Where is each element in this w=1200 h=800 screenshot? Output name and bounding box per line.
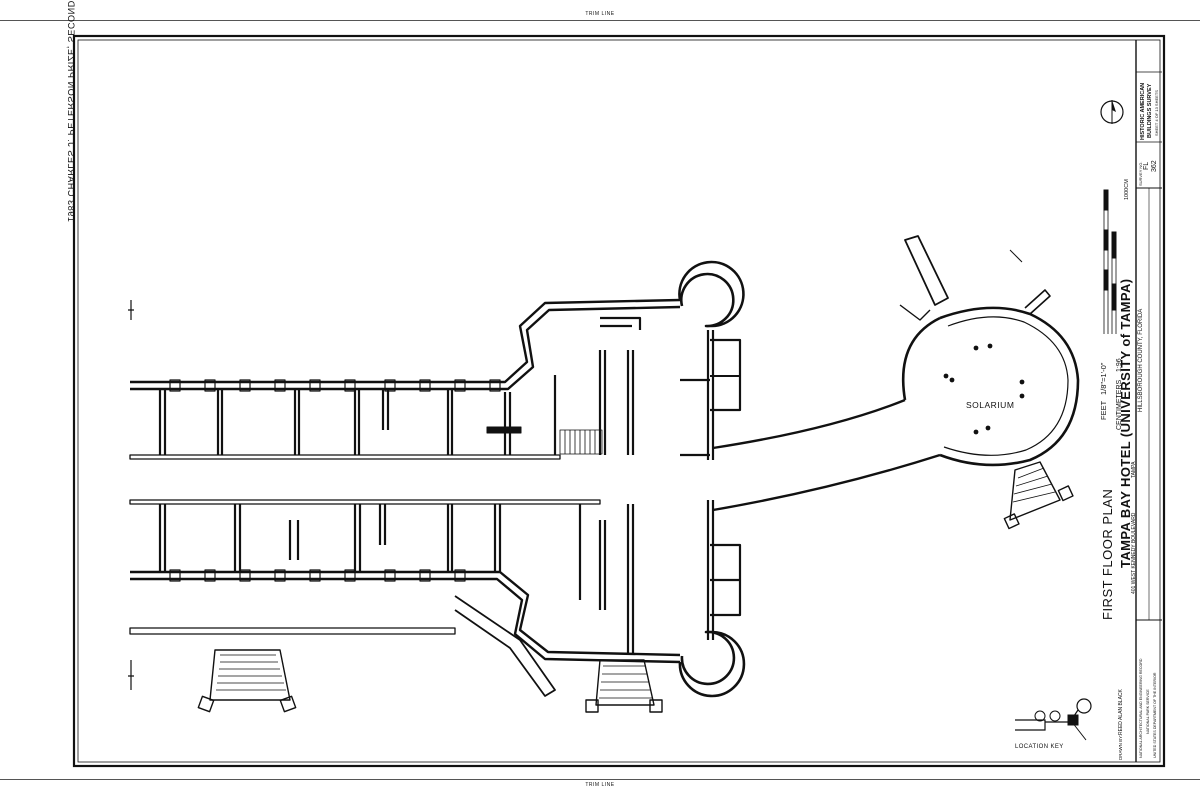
floor-plan xyxy=(128,235,1080,713)
location-key-label: LOCATION KEY xyxy=(1015,744,1064,750)
trim-line-label-top: TRIM LINE xyxy=(585,11,615,17)
south-entrance-stair xyxy=(197,649,297,713)
drawn-by-label: DRAWN BY: xyxy=(1118,734,1123,760)
state-code: FL xyxy=(1143,161,1150,170)
survey-number: 362 xyxy=(1151,160,1158,172)
location-key-icon xyxy=(1015,698,1092,741)
agency-line2: BUILDINGS SURVEY xyxy=(1147,83,1153,138)
drawn-by: REED ALAN BLACK xyxy=(1118,689,1124,735)
north-arrow-icon xyxy=(1100,100,1124,124)
scale-bar xyxy=(1103,189,1117,334)
scale-feet-label: FEET xyxy=(1099,400,1108,420)
records-line2: NATIONAL PARK SERVICE xyxy=(1146,689,1150,734)
city: TAMPA xyxy=(1131,461,1137,478)
trim-line-bottom xyxy=(0,779,1200,780)
records-line3: UNITED STATES DEPARTMENT OF THE INTERIOR xyxy=(1153,672,1157,758)
agency-line1: HISTORIC AMERICAN xyxy=(1140,82,1146,140)
scale-end-cm: 1000CM xyxy=(1124,179,1130,200)
inner-border xyxy=(77,39,1161,763)
scale-ratio-label: 1/8"=1'-0" xyxy=(1099,362,1108,395)
outer-border xyxy=(72,34,1166,768)
room-label-solarium: SOLARIUM xyxy=(966,400,1015,410)
records-line1: NATIONAL ARCHITECTURAL AND ENGINEERING R… xyxy=(1139,658,1143,758)
address: 401 WEST KENNEDY BOULEVARD xyxy=(1131,512,1137,594)
trim-line-top xyxy=(0,20,1200,21)
sheet-number: SHEET 4 OF 13 SHEETS xyxy=(1154,90,1159,136)
plan-title: FIRST FLOOR PLAN xyxy=(1100,488,1115,620)
solarium-stair xyxy=(1003,461,1074,530)
trim-line-label-bottom: TRIM LINE xyxy=(585,782,615,788)
south-tower-entrance-stair xyxy=(585,659,663,713)
county: HILLSBOROUGH COUNTY, FLORIDA xyxy=(1138,308,1144,412)
